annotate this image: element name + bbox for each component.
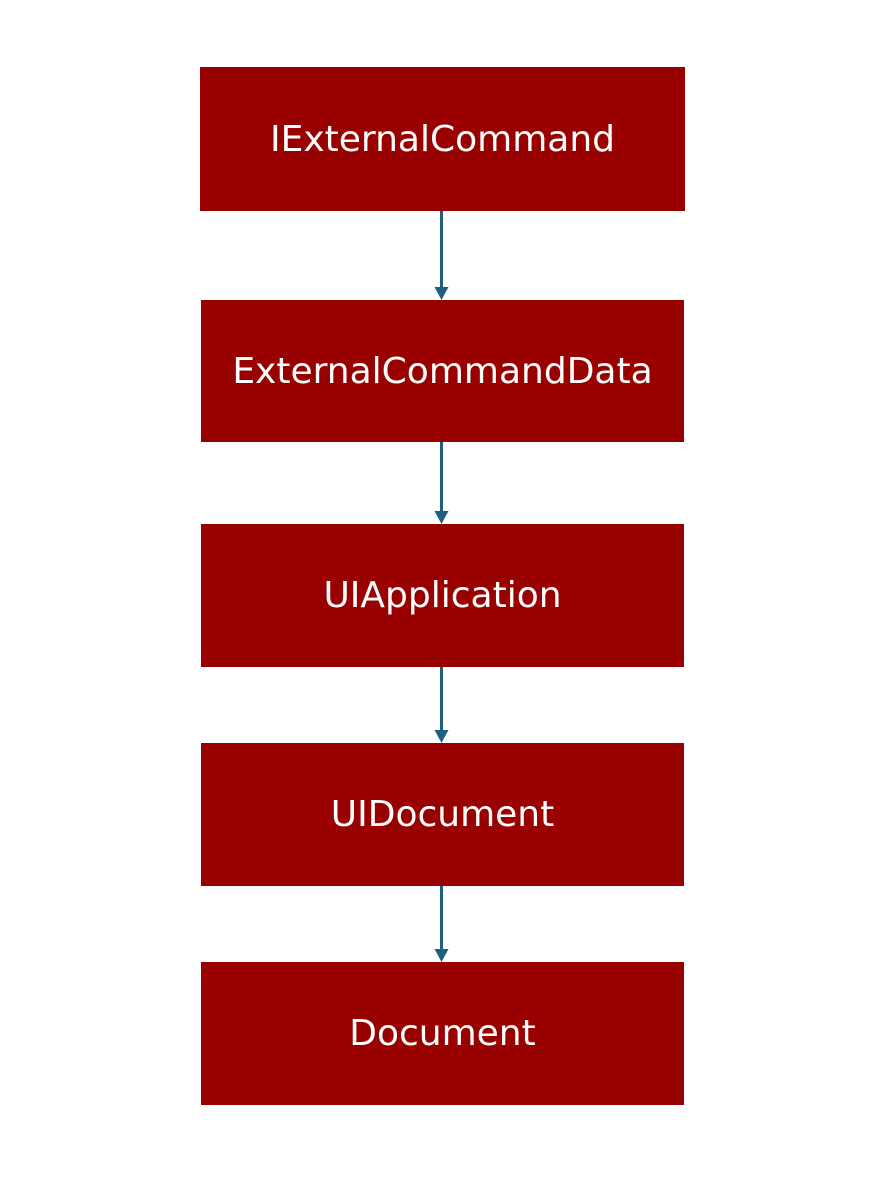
- node-document: Document: [201, 962, 684, 1105]
- arrowhead-icon: [434, 287, 449, 300]
- arrowhead-icon: [434, 511, 449, 524]
- arrowhead-icon: [434, 949, 449, 962]
- node-iexternalcommand: IExternalCommand: [200, 67, 685, 211]
- arrowhead-icon: [434, 730, 449, 743]
- node-label: ExternalCommandData: [232, 350, 653, 392]
- node-label: UIDocument: [330, 794, 555, 835]
- node-label: Document: [349, 1013, 536, 1054]
- node-label: IExternalCommand: [269, 118, 615, 160]
- node-uiapplication: UIApplication: [201, 524, 684, 667]
- node-label: UIApplication: [323, 575, 562, 616]
- node-uidocument: UIDocument: [201, 743, 684, 886]
- node-externalcommanddata: ExternalCommandData: [201, 300, 684, 442]
